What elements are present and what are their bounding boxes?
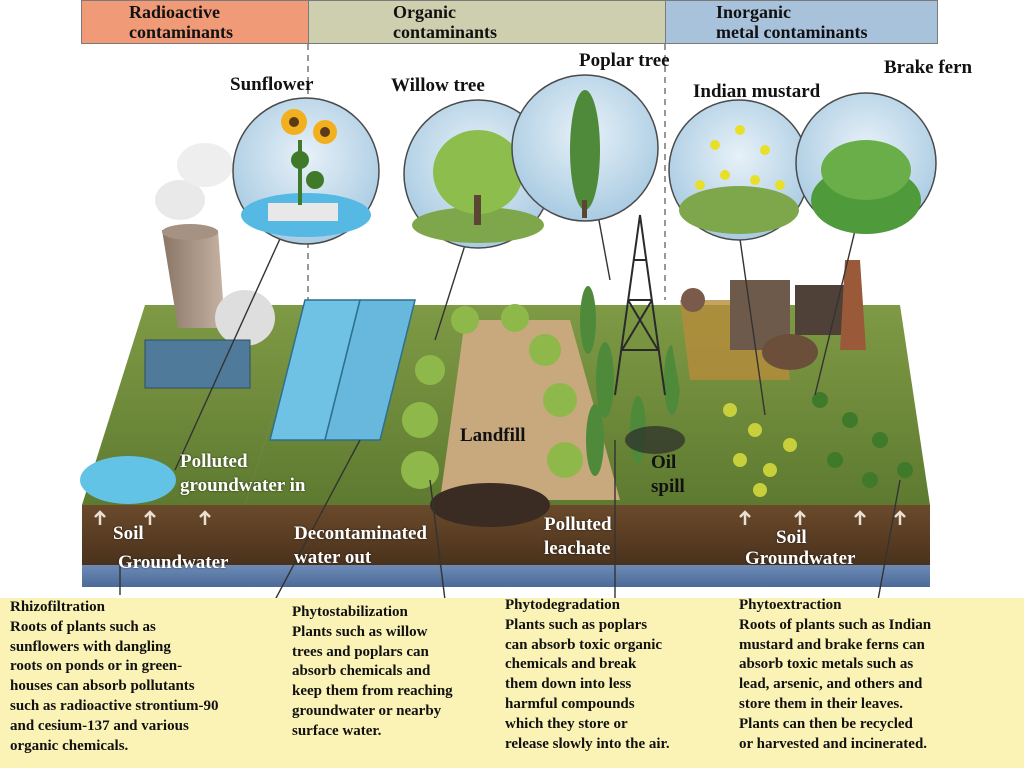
header-organic-line1: Organic xyxy=(393,2,456,22)
label-soil-left: Soil xyxy=(113,523,144,544)
plant-label-willow: Willow tree xyxy=(391,75,485,96)
label-oil-spill-1: Oil xyxy=(651,452,677,473)
description-line: keep them from reaching xyxy=(292,683,453,700)
description-line: surface water. xyxy=(292,722,382,739)
description-line: which they store or xyxy=(505,715,628,732)
plant-label-fern: Brake fern xyxy=(884,57,973,78)
left-block xyxy=(80,143,308,587)
willow-circle xyxy=(403,99,553,249)
label-oil-spill-2: spill xyxy=(651,476,685,497)
description-line: mustard and brake ferns can xyxy=(739,636,925,653)
label-polluted-groundwater-in-2: groundwater in xyxy=(180,475,306,496)
right-block xyxy=(665,260,930,587)
header-radioactive-line1: Radioactive xyxy=(129,2,220,22)
description-line: Plants such as willow xyxy=(292,623,428,640)
header-inorganic-line2: metal contaminants xyxy=(716,22,868,42)
description-line: Roots of plants such as xyxy=(10,618,156,635)
header-organic-line2: contaminants xyxy=(393,22,498,42)
description-line: organic chemicals. xyxy=(10,737,129,754)
description-panel xyxy=(0,598,1024,768)
description-title: Phytodegradation xyxy=(505,597,621,613)
description-line: Roots of plants such as Indian xyxy=(739,616,932,633)
description-title: Rhizofiltration xyxy=(10,599,105,615)
description-line: groundwater or nearby xyxy=(292,702,442,719)
header-radioactive: Radioactive contaminants xyxy=(81,0,309,44)
description-line: them down into less xyxy=(505,676,632,693)
sunflower-circle xyxy=(232,97,380,245)
label-soil-right: Soil xyxy=(776,527,807,548)
poplar-circle xyxy=(511,74,659,222)
description-line: trees and poplars can xyxy=(292,643,429,660)
label-polluted-groundwater-in-1: Polluted xyxy=(180,451,248,472)
label-decontaminated-2: water out xyxy=(294,547,372,568)
label-polluted-leachate-2: leachate xyxy=(544,538,611,559)
description-line: release slowly into the air. xyxy=(505,735,670,752)
description-rhizofiltration: Rhizofiltration Roots of plants such as … xyxy=(10,598,218,756)
header-inorganic-line1: Inorganic xyxy=(716,2,792,22)
middle-block xyxy=(245,214,710,587)
label-groundwater-left: Groundwater xyxy=(118,552,229,573)
label-decontaminated-1: Decontaminated xyxy=(294,523,427,544)
description-line: houses can absorb pollutants xyxy=(10,678,195,695)
description-line: roots on ponds or in green- xyxy=(10,658,183,675)
description-line: sunflowers with dangling xyxy=(10,638,171,655)
description-line: store them in their leaves. xyxy=(739,695,903,712)
header-inorganic: Inorganic metal contaminants xyxy=(665,0,938,44)
mustard-circle xyxy=(668,99,810,241)
description-title: Phytostabilization xyxy=(292,604,408,620)
description-line: or harvested and incinerated. xyxy=(739,735,928,752)
description-title: Phytoextraction xyxy=(739,597,842,613)
description-line: chemicals and break xyxy=(505,656,637,673)
label-polluted-leachate-1: Polluted xyxy=(544,514,612,535)
description-line: harmful compounds xyxy=(505,695,635,712)
description-line: lead, arsenic, and others and xyxy=(739,676,923,693)
description-line: absorb chemicals and xyxy=(292,663,431,680)
label-groundwater-right: Groundwater xyxy=(745,548,856,569)
description-phytoextraction: Phytoextraction Roots of plants such as … xyxy=(739,596,931,754)
plant-label-sunflower: Sunflower xyxy=(230,74,314,95)
description-line: Plants can then be recycled xyxy=(739,715,913,732)
header-radioactive-line2: contaminants xyxy=(129,22,234,42)
header-organic: Organic contaminants xyxy=(308,0,666,44)
description-line: absorb toxic metals such as xyxy=(739,656,914,673)
plant-label-mustard: Indian mustard xyxy=(693,81,821,102)
plant-label-poplar: Poplar tree xyxy=(579,50,670,71)
label-landfill: Landfill xyxy=(460,425,526,446)
fern-circle xyxy=(795,92,937,234)
description-phytostabilization: Phytostabilization Plants such as willow… xyxy=(292,603,453,742)
description-line: and cesium-137 and various xyxy=(10,717,189,734)
description-line: such as radioactive strontium-90 xyxy=(10,697,219,714)
description-line: Plants such as poplars xyxy=(505,616,648,633)
description-phytodegradation: Phytodegradation Plants such as poplars … xyxy=(505,596,670,754)
description-line: can absorb toxic organic xyxy=(505,636,663,653)
